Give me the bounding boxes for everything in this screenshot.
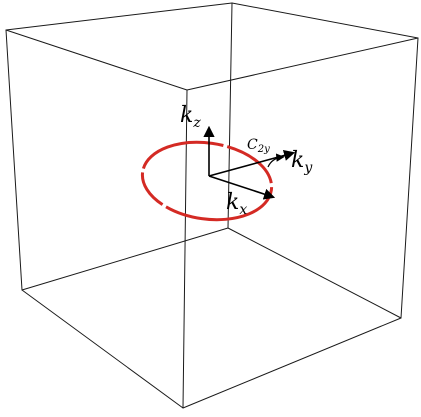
cube-edge-front-vertical [182, 89, 188, 409]
c2y-rotation-arc-icon [267, 153, 285, 168]
cube-edge-bottom-back-right [227, 227, 402, 319]
cube-edge-top-front-right [186, 37, 419, 91]
cube-wireframe [5, 2, 419, 409]
cube-edge-top-left [5, 2, 233, 31]
cube-edge-bottom-front-right [182, 317, 402, 409]
kx-label: kx [226, 190, 247, 218]
cube-edge-right-vertical [400, 37, 419, 319]
kx-axis-arrow [208, 175, 276, 200]
cube-edge-bottom-back-left [21, 227, 229, 291]
cube-edge-left-vertical [5, 29, 23, 291]
c2y-label: C2y [247, 137, 270, 155]
cube-edge-top-right [231, 2, 419, 39]
cube-edge-back-vertical [227, 2, 233, 229]
cube-edge-top-front-left [5, 29, 188, 91]
kz-label: kz [180, 103, 201, 131]
cube-edge-bottom-front-left [21, 289, 184, 409]
ky-label: ky [291, 148, 313, 176]
